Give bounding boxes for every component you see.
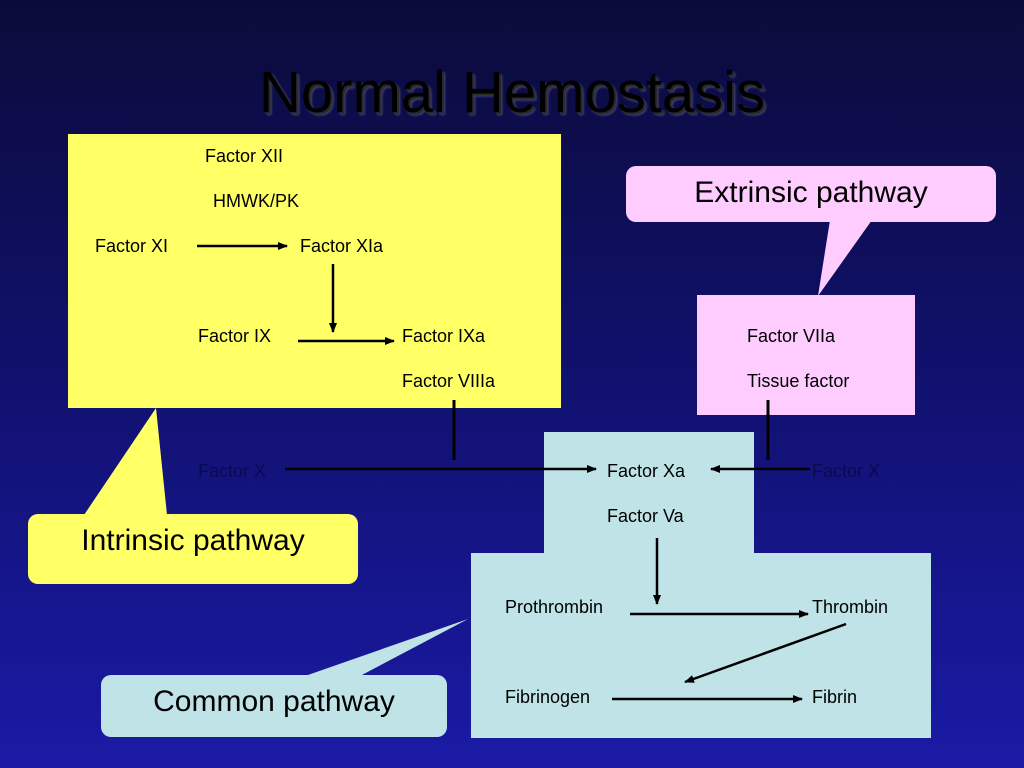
factor-ix-label: Factor IX [198, 326, 272, 346]
factor-x-right-label: Factor X [812, 461, 881, 481]
thrombin-label: Thrombin [812, 597, 889, 617]
intrinsic-pathway-label: Intrinsic pathway [81, 524, 305, 557]
factor-xa-label: Factor Xa [607, 461, 686, 481]
factor-xii-label: Factor XII [205, 146, 284, 166]
intrinsic-pathway-callout: Intrinsic pathway [28, 514, 358, 584]
factor-xi-label: Factor XI [95, 236, 169, 256]
slide-title: Normal Hemostasis [259, 60, 765, 125]
fibrinogen-label: Fibrinogen [505, 687, 591, 707]
factor-xia-label: Factor XIa [300, 236, 384, 256]
common-pathway-callout: Common pathway [101, 675, 447, 737]
extrinsic-callout-tail [818, 220, 872, 296]
intrinsic-callout-tail [84, 408, 167, 515]
extrinsic-pathway-callout: Extrinsic pathway [626, 166, 996, 222]
tissue-factor-label: Tissue factor [747, 371, 850, 391]
common-pathway-label: Common pathway [153, 685, 395, 718]
prothrombin-label: Prothrombin [505, 597, 604, 617]
hmwk-pk-label: HMWK/PK [213, 191, 300, 211]
factor-viiia-label: Factor VIIIa [402, 371, 496, 391]
arrow-thrombin-to-fibrinogen [684, 622, 847, 684]
factor-x-left-label: Factor X [198, 461, 267, 481]
extrinsic-pathway-box [697, 295, 915, 415]
common-callout-tail [305, 619, 468, 676]
extrinsic-pathway-label: Extrinsic pathway [694, 176, 928, 209]
factor-xa-box [544, 432, 754, 556]
common-pathway-box [471, 553, 931, 738]
factor-ixa-label: Factor IXa [402, 326, 486, 346]
fibrin-label: Fibrin [812, 687, 858, 707]
factor-viia-label: Factor VIIa [747, 326, 836, 346]
factor-va-label: Factor Va [607, 506, 684, 526]
intrinsic-pathway-box [68, 134, 561, 408]
